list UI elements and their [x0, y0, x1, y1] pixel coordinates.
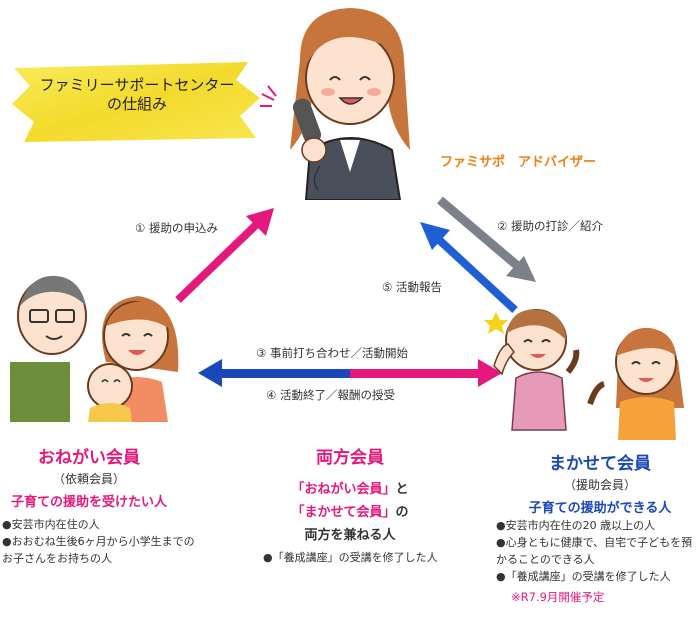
both-line1-particle: と	[395, 482, 409, 497]
makasete-subtitle: （援助会員）	[563, 478, 636, 492]
onegai-bullet: ●おおむね生後6ヶ月から小学生までの	[2, 535, 195, 548]
family-illustration	[10, 262, 190, 422]
label-report: ⑤ 活動報告	[382, 280, 442, 294]
label-apply: ① 援助の申込み	[135, 221, 218, 235]
both-line3: 両方を兼ねる人	[304, 528, 396, 543]
onegai-bullet: ●安芸市内在住の人	[2, 518, 100, 531]
both-member-block: 両方会員 「おねがい会員」と 「まかせて会員」の 両方を兼ねる人	[250, 443, 450, 543]
advisor-label: ファミサポ アドバイザー	[440, 155, 597, 170]
sparkle-lines	[258, 84, 288, 118]
both-line2-quote: 「まかせて会員」	[291, 505, 396, 520]
banner-title-line2: の仕組み	[106, 95, 167, 113]
both-line2-particle: の	[395, 505, 409, 520]
onegai-description: 子育ての援助を受けたい人	[10, 495, 167, 510]
label-coordinate: ② 援助の打診／紹介	[497, 219, 603, 233]
advisor-illustration	[270, 0, 430, 201]
both-bullet: ●「養成講座」の受講を修了した人	[263, 551, 438, 564]
both-line1-quote: 「おねがい会員」	[291, 482, 396, 497]
arrow-report	[433, 234, 518, 313]
makasete-member-block: まかせて会員 （援助会員） 子育ての援助ができる人	[500, 449, 700, 516]
makasete-bullet: ●「養成講座」の受講を修了した人	[496, 570, 671, 583]
makasete-bullets: ●安芸市内在住の20 歳以上の人 ●心身ともに健康で、自宅で子どもを預 かること…	[496, 517, 700, 585]
arrow-coordinate	[437, 196, 523, 272]
onegai-bullet: お子さんをお持ちの人	[2, 552, 112, 565]
title-banner: ファミリーサポートセンター の仕組み	[8, 58, 266, 146]
arrow-apply	[175, 220, 261, 303]
onegai-bullets: ●安芸市内在住の人 ●おおむね生後6ヶ月から小学生までの お子さんをお持ちの人	[2, 516, 195, 567]
arrow-horizontal-blue	[218, 369, 350, 378]
arrow-horizontal-pink	[350, 369, 482, 378]
onegai-title: おねがい会員	[38, 448, 140, 468]
makasete-title: まかせて会員	[549, 454, 651, 474]
banner-title-line1: ファミリーサポートセンター	[39, 76, 235, 94]
helpers-illustration	[478, 300, 693, 440]
schedule-note: ※R7.9月開催予定	[511, 590, 605, 604]
label-meeting: ③ 事前打ち合わせ／活動開始	[256, 346, 408, 360]
makasete-bullet: ●安芸市内在住の20 歳以上の人	[496, 519, 656, 532]
both-title: 両方会員	[316, 448, 384, 468]
banner-ribbon-shape	[12, 62, 260, 142]
makasete-bullet: ●心身ともに健康で、自宅で子どもを預	[496, 536, 693, 549]
onegai-subtitle: （依頼会員）	[52, 472, 125, 486]
makasete-bullet: かることのできる人	[496, 553, 595, 566]
makasete-description: 子育ての援助ができる人	[528, 501, 672, 516]
onegai-member-block: おねがい会員 （依頼会員） 子育ての援助を受けたい人	[0, 443, 178, 510]
label-finish: ④ 活動終了／報酬の授受	[266, 388, 395, 402]
